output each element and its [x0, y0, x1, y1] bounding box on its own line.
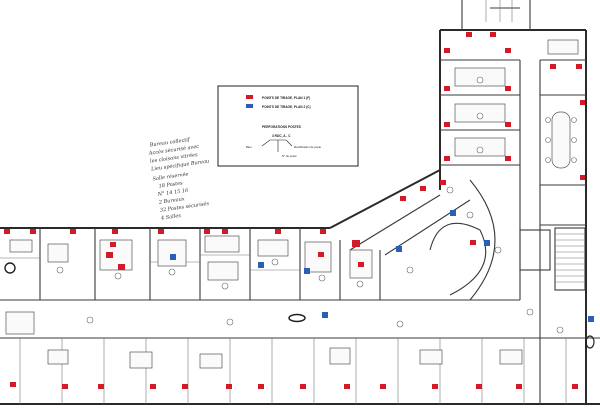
legend-section-title: PERFORATIONS POSTES [262, 125, 301, 129]
legend-red-swatch [246, 95, 253, 99]
legend-red-label: POINTS DE TIRAGE, PLAN 1 (F) [262, 96, 310, 100]
legend-note-bottom: N° de poste [282, 154, 297, 158]
note-line: N° 14 15 16 [156, 188, 189, 198]
note-line: 2 Bureaux [158, 196, 186, 206]
fixture-symbol [585, 335, 595, 349]
chairs [56, 76, 577, 334]
note-line: 18 Postes [158, 180, 183, 189]
staircase [554, 227, 586, 291]
legend-note-left: Bleu [246, 145, 252, 149]
right-wing-rooms [429, 39, 586, 301]
handwritten-notes: Bureau collectif Accès sécurisé avec les… [147, 137, 209, 222]
left-wing-rooms [0, 228, 567, 404]
legend-box: POINTS DE TIRAGE, PLAN 1 (F) POINTS DE T… [217, 85, 359, 167]
building-walls [0, 0, 600, 405]
red-drop-points [4, 32, 585, 389]
legend-blue-label: POINTS DE TIRAGE, PLAN 2 (C) [262, 105, 311, 109]
legend-code: 3 RDC, A - C [272, 134, 291, 138]
note-line: Bureau collectif [148, 137, 191, 149]
blue-drop-points [170, 210, 594, 322]
legend-blue-swatch [246, 104, 253, 108]
entrance-symbol [4, 262, 16, 274]
copier-symbol [288, 313, 306, 323]
legend-note-right: identification de poste [294, 145, 321, 149]
note-line: Salle réservée [152, 171, 189, 183]
note-line: 4 Salles [160, 213, 182, 222]
